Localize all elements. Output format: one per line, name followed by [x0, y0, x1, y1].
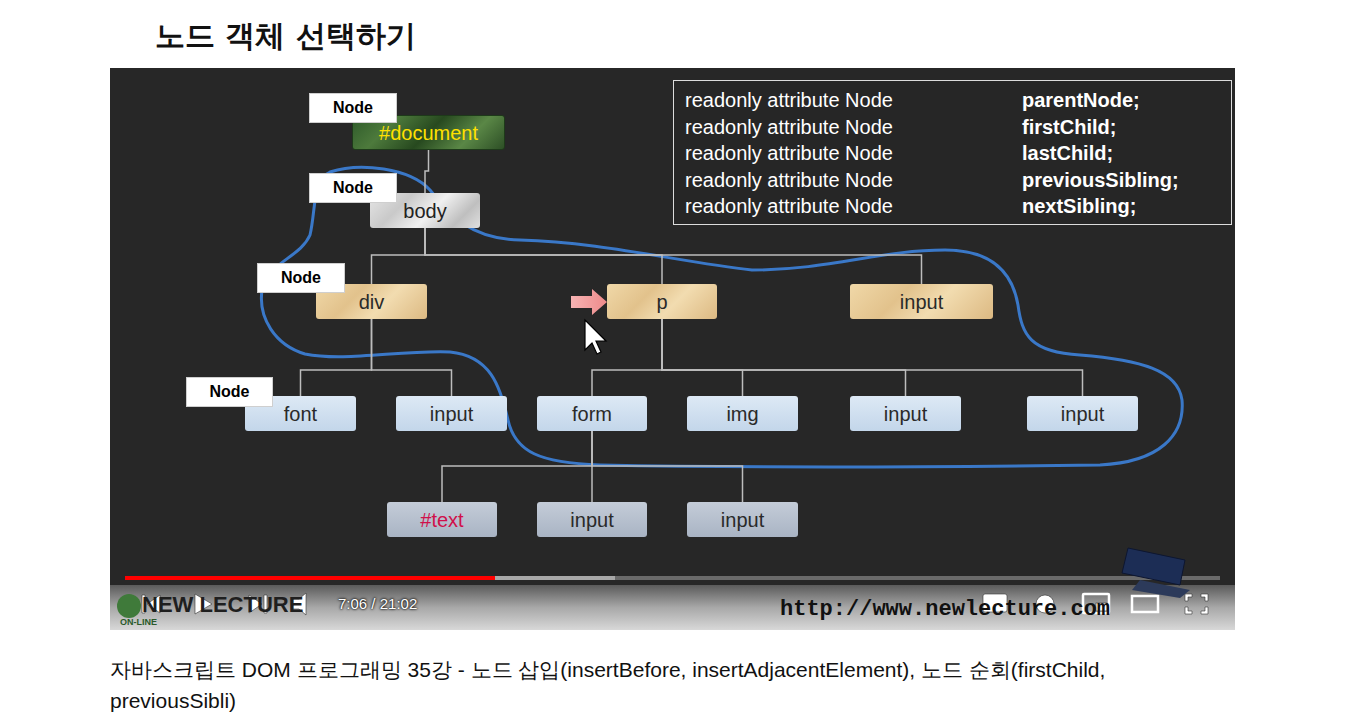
property-name: parentNode; [1022, 88, 1140, 112]
node-label: input [900, 290, 943, 314]
property-type: readonly attribute Node [685, 168, 893, 192]
progress-track [125, 576, 1220, 580]
node-label: input [570, 508, 613, 532]
video-time: 7:06 / 21:02 [338, 595, 417, 612]
element-node: form [537, 396, 647, 431]
property-type: readonly attribute Node [685, 88, 893, 112]
logo-text: NEW LECTURE [142, 592, 303, 618]
logo-subtext: ON-LINE [120, 617, 157, 627]
tree-connector [425, 228, 922, 284]
monitor-illustration [1122, 548, 1190, 598]
node-label: input [721, 508, 764, 532]
property-name: lastChild; [1022, 141, 1113, 165]
element-node: input [396, 396, 507, 431]
tree-connector [372, 319, 452, 396]
node-label: Node [333, 96, 373, 120]
node-tag: Node [257, 263, 345, 293]
tree-connector [425, 228, 662, 284]
node-label: #document [379, 121, 478, 145]
property-type: readonly attribute Node [685, 115, 893, 139]
node-tag: Node [186, 377, 273, 407]
theater-icon [1132, 596, 1158, 612]
node-label: p [656, 290, 667, 314]
node-label: input [430, 402, 473, 426]
tree-connector [372, 228, 426, 284]
element-node: input [1027, 396, 1138, 431]
element-node: input [850, 284, 993, 319]
property-name: nextSibling; [1022, 194, 1136, 218]
property-type: readonly attribute Node [685, 141, 893, 165]
page-title: 노드 객체 선택하기 [155, 16, 416, 57]
hand-drawn-curve [261, 167, 1182, 467]
node-label: form [572, 402, 612, 426]
tree-connector [442, 431, 592, 502]
node-label: div [359, 290, 385, 314]
watermark-url: http://www.newlecture.com [780, 597, 1110, 622]
tree-connector [662, 319, 1083, 396]
tree-connector [662, 319, 906, 396]
node-label: Node [333, 176, 373, 200]
node-label: #text [420, 508, 463, 532]
element-node: img [687, 396, 798, 431]
text-node: #text [387, 502, 497, 537]
node-tag: Node [309, 93, 397, 123]
logo-circle [117, 594, 141, 618]
tree-connector [592, 431, 743, 502]
node-label: font [284, 402, 317, 426]
video-background [110, 68, 1235, 585]
property-type: readonly attribute Node [685, 194, 893, 218]
node-tag: Node [309, 173, 397, 203]
node-label: Node [281, 266, 321, 290]
fullscreen-icon [1185, 594, 1208, 614]
property-name: previousSibling; [1022, 168, 1179, 192]
progress-played [125, 576, 495, 580]
tree-connector [301, 319, 372, 396]
element-node: input [850, 396, 961, 431]
tree-connector [425, 150, 429, 193]
element-node: input [537, 502, 647, 537]
video-caption: 자바스크립트 DOM 프로그래밍 35강 - 노드 삽입(insertBefor… [110, 654, 1230, 716]
pointer-arrow [571, 289, 607, 315]
control-bar [110, 585, 1235, 630]
node-label: Node [210, 380, 250, 404]
monitor-screen [1122, 548, 1185, 585]
element-node: input [687, 502, 798, 537]
tree-connector [662, 319, 743, 396]
node-label: body [403, 199, 446, 223]
element-node: p [607, 284, 717, 319]
progress-buffer [125, 576, 615, 580]
node-label: input [1061, 402, 1104, 426]
property-name: firstChild; [1022, 115, 1116, 139]
attribute-panel: readonly attribute Node parentNode; readon… [673, 80, 1232, 225]
node-label: img [726, 402, 758, 426]
tree-connector [592, 319, 662, 396]
mouse-cursor [585, 320, 606, 354]
node-label: input [884, 402, 927, 426]
monitor-base [1132, 580, 1190, 598]
